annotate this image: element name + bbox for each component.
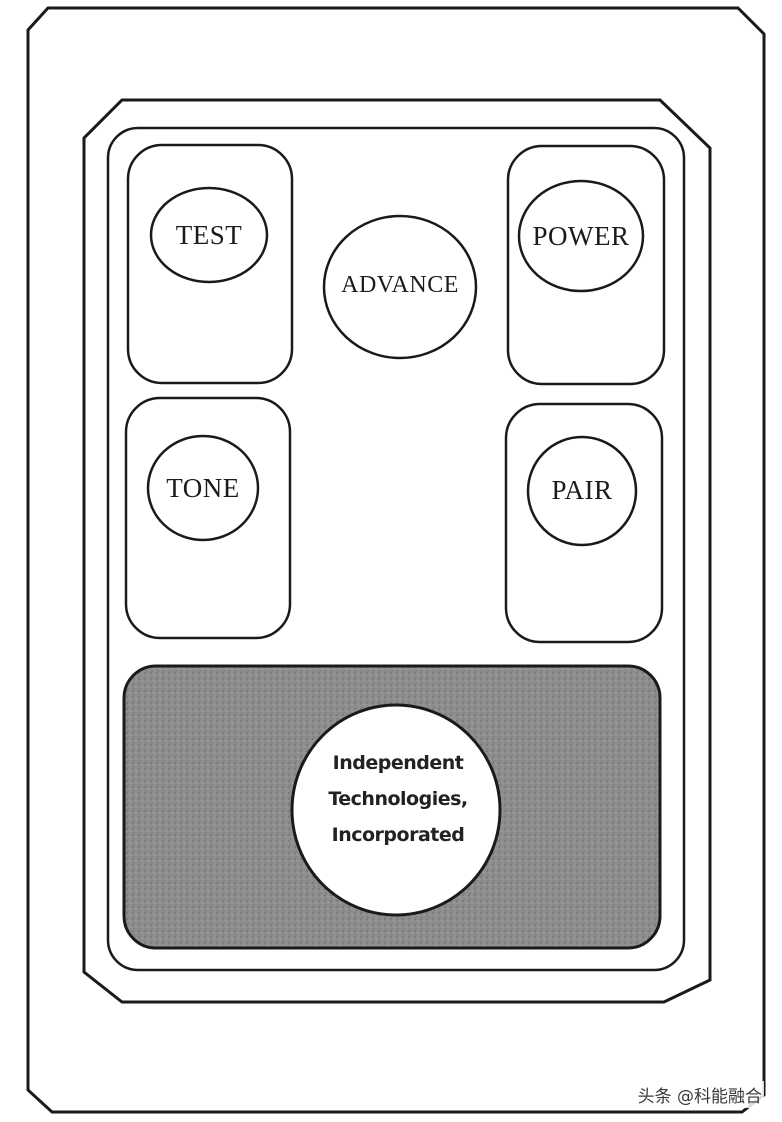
advance-button-ring [322,214,478,360]
logo-line-1: Independent [332,752,464,774]
pair-button-ring [526,435,638,547]
power-button[interactable]: POWER [532,220,630,251]
outer-housing [26,6,766,1114]
pair-button-well [504,402,664,644]
tone-button-ring [146,434,260,542]
company-logo: Independent Technologies, Incorporated [298,745,498,853]
tone-button-well [124,396,292,640]
tone-button[interactable]: TONE [166,472,240,503]
test-button[interactable]: TEST [175,219,243,250]
logo-circle [290,703,502,917]
advance-button[interactable]: ADVANCE [341,271,459,298]
watermark: 头条 @科能融合 [635,1081,764,1108]
power-button-well [506,144,666,386]
test-button-ring [149,186,269,284]
logo-line-3: Incorporated [331,824,465,846]
faceplate-outer [82,98,712,1004]
power-button-ring [517,179,645,293]
pair-button[interactable]: PAIR [551,474,613,505]
logo-line-2: Technologies, [328,788,468,810]
faceplate-inner [106,126,686,972]
test-button-well [126,143,294,385]
